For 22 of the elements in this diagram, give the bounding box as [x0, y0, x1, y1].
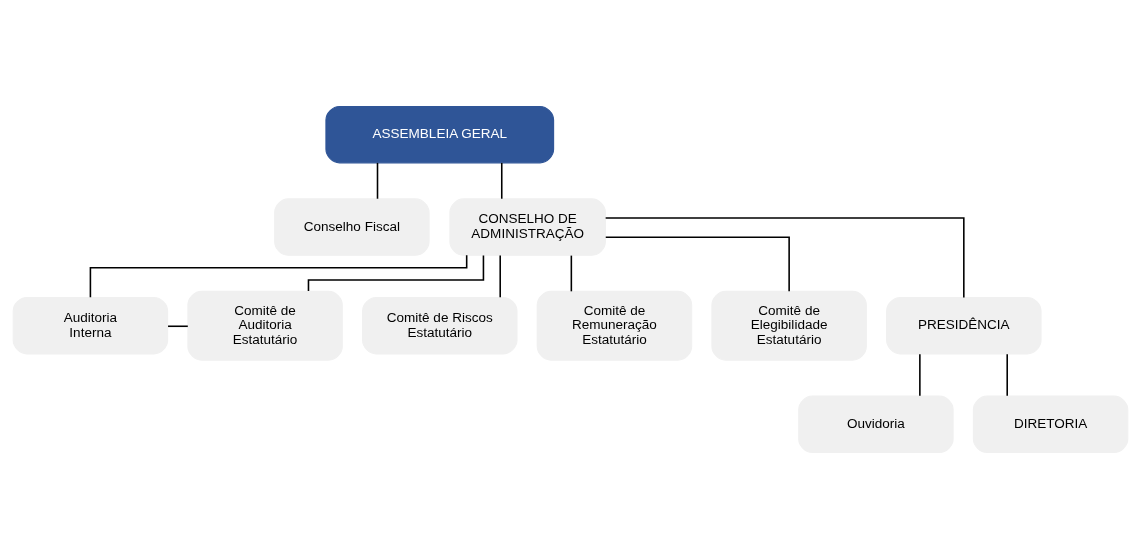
connector	[307, 254, 485, 292]
connector	[1006, 353, 1008, 397]
node-box: Comitê de Riscos Estatutário	[362, 296, 518, 355]
connector	[376, 162, 379, 200]
connector	[499, 254, 501, 299]
connector	[919, 353, 921, 397]
node-box: CONSELHO DE ADMINISTRAÇÃO	[449, 198, 606, 256]
node-box: Conselho Fiscal	[274, 198, 430, 256]
node-box: DIRETORIA	[972, 395, 1129, 454]
node-box: ASSEMBLEIA GERAL	[325, 105, 555, 164]
node-box: Ouvidoria	[798, 395, 954, 454]
connector	[604, 217, 965, 299]
connector	[500, 162, 503, 200]
connector	[167, 325, 189, 328]
connector	[604, 236, 790, 293]
node-box: Auditoria Interna	[12, 296, 169, 355]
node-box: Comitê de Remuneração Estatutário	[536, 290, 693, 361]
node-box: Comitê de Elegibilidade Estatutário	[711, 290, 867, 361]
connector	[570, 254, 573, 293]
node-box: PRESIDÊNCIA	[886, 296, 1042, 355]
node-box: Comitê de Auditoria Estatutário	[187, 290, 343, 361]
connector	[89, 254, 468, 299]
